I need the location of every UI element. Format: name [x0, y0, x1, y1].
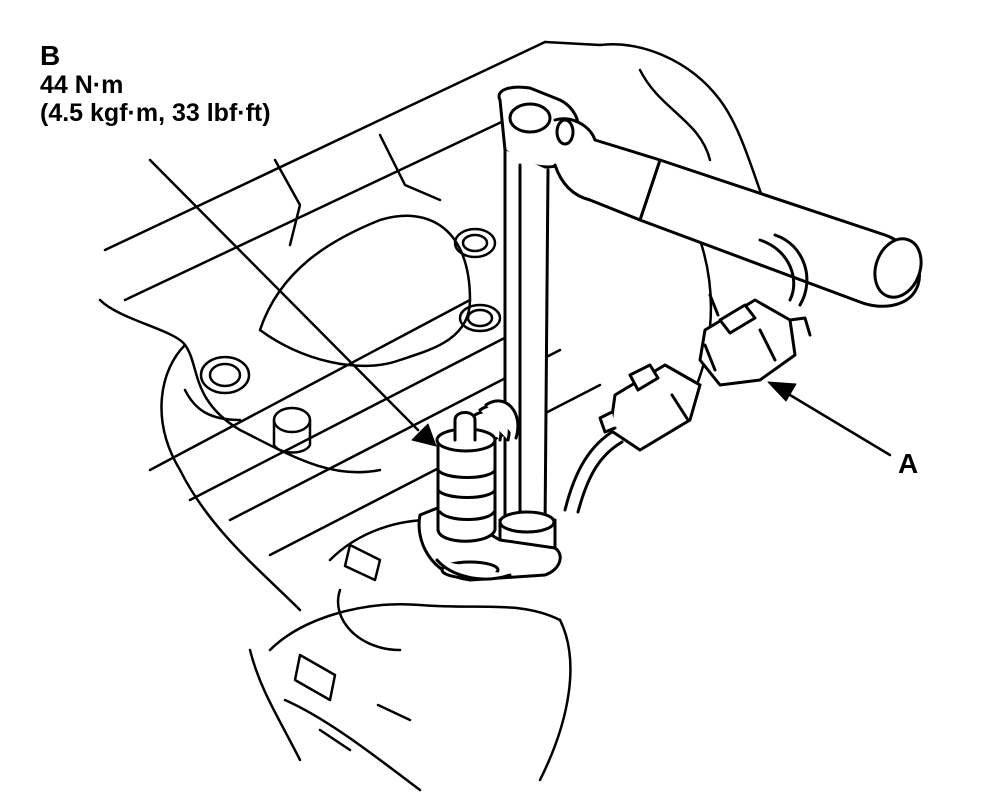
callout-a-letter: A	[898, 448, 919, 479]
torque-spec-metric: 44 N·m	[40, 71, 124, 100]
callout-a-label: A	[898, 448, 918, 479]
arrowhead-a	[767, 381, 797, 402]
harness-connector-lower	[598, 363, 702, 452]
callout-b-label: B 44 N·m (4.5 kgf·m, 33 lbf·ft)	[40, 40, 271, 127]
leader-line-b	[148, 158, 420, 432]
torque-spec-alternate: (4.5 kgf·m, 33 lbf·ft)	[40, 99, 271, 128]
sensor-harness	[563, 233, 809, 514]
oxygen-sensor	[435, 399, 520, 543]
harness-connector-a	[698, 298, 812, 387]
arrowhead-b	[411, 423, 437, 447]
callout-b-letter: B	[40, 40, 61, 71]
leader-line-a	[788, 393, 892, 457]
sensor-socket-wrench	[497, 85, 923, 564]
casing-bolt-bosses	[183, 227, 502, 454]
